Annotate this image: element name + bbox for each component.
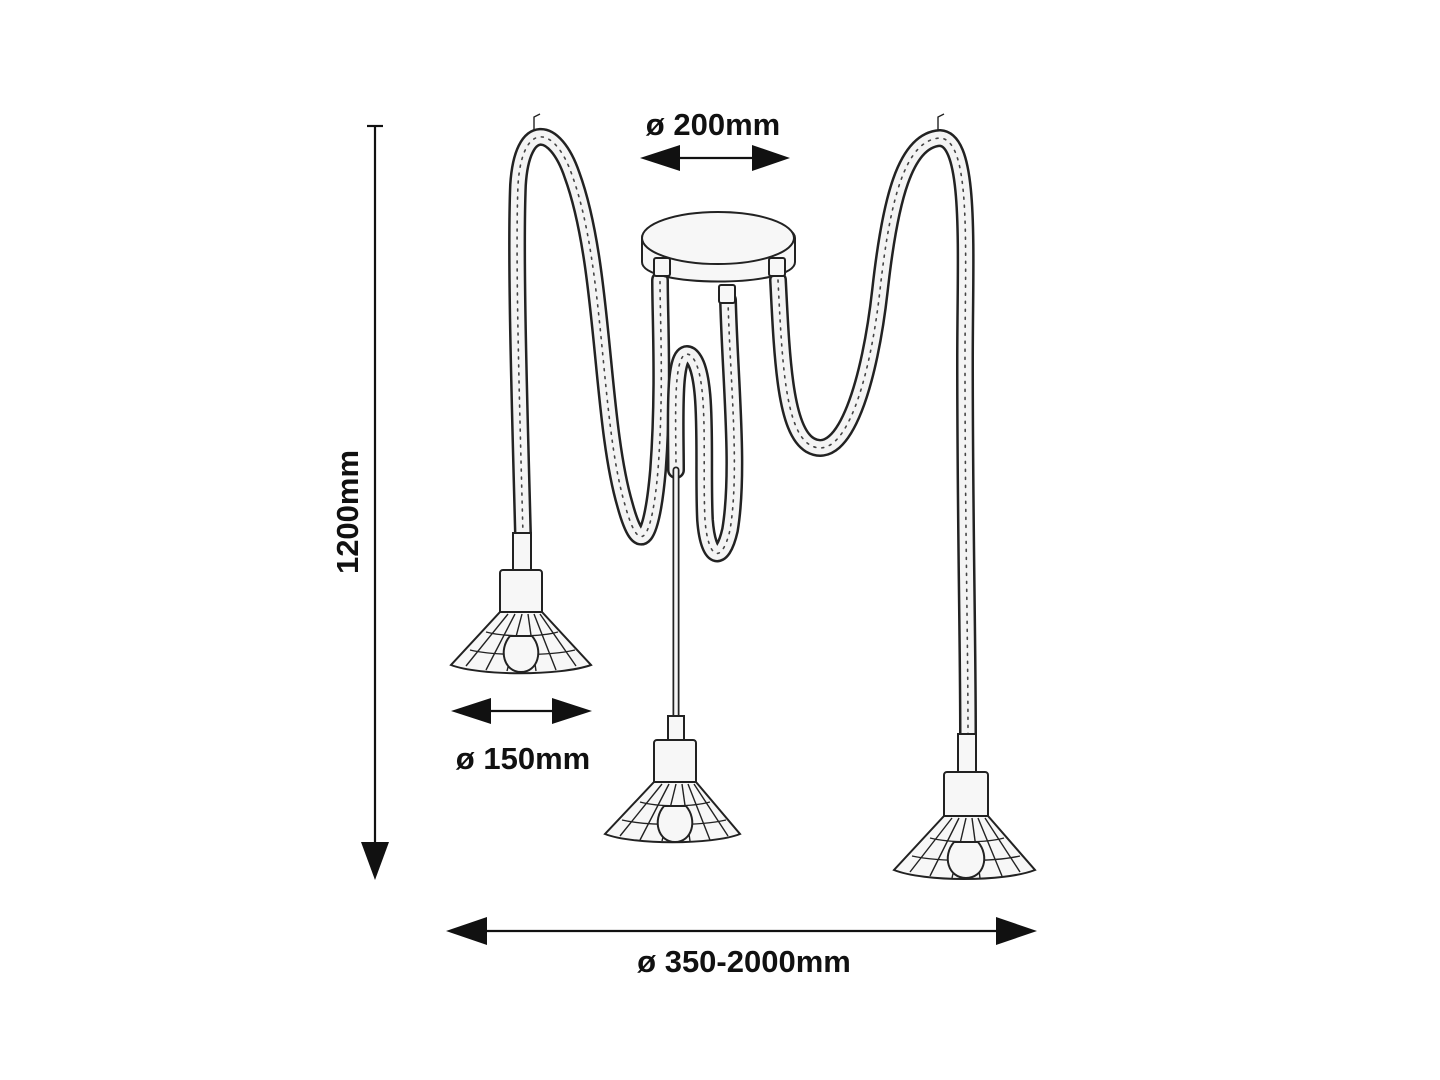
canopy-arrow-left [640, 145, 680, 171]
spread-arrow-right [996, 917, 1037, 945]
canopy-arrow-right [752, 145, 790, 171]
spread-dimension: ø 350-2000mm [446, 917, 1037, 979]
spread-arrow-left [446, 917, 487, 945]
pendant-right [892, 733, 1037, 880]
ropes [508, 127, 977, 744]
canopy-dimension: ø 200mm [640, 107, 790, 171]
pendant-middle [603, 715, 742, 844]
shade-diameter-label: ø 150mm [456, 741, 590, 776]
hook-left-icon [533, 113, 541, 131]
shade-arrow-left [451, 698, 491, 724]
hook-right-icon [937, 113, 945, 131]
shade-dimension: ø 150mm [451, 698, 592, 776]
pendant-left [449, 532, 593, 675]
canopy-diameter-label: ø 200mm [646, 107, 780, 142]
shade-arrow-right [552, 698, 592, 724]
ceiling-hooks [533, 113, 945, 131]
height-dimension: 1200mm [330, 124, 389, 880]
ceiling-canopy [641, 211, 796, 304]
height-arrow-down [361, 842, 389, 880]
height-label: 1200mm [330, 450, 365, 574]
spread-diameter-label: ø 350-2000mm [637, 944, 851, 979]
